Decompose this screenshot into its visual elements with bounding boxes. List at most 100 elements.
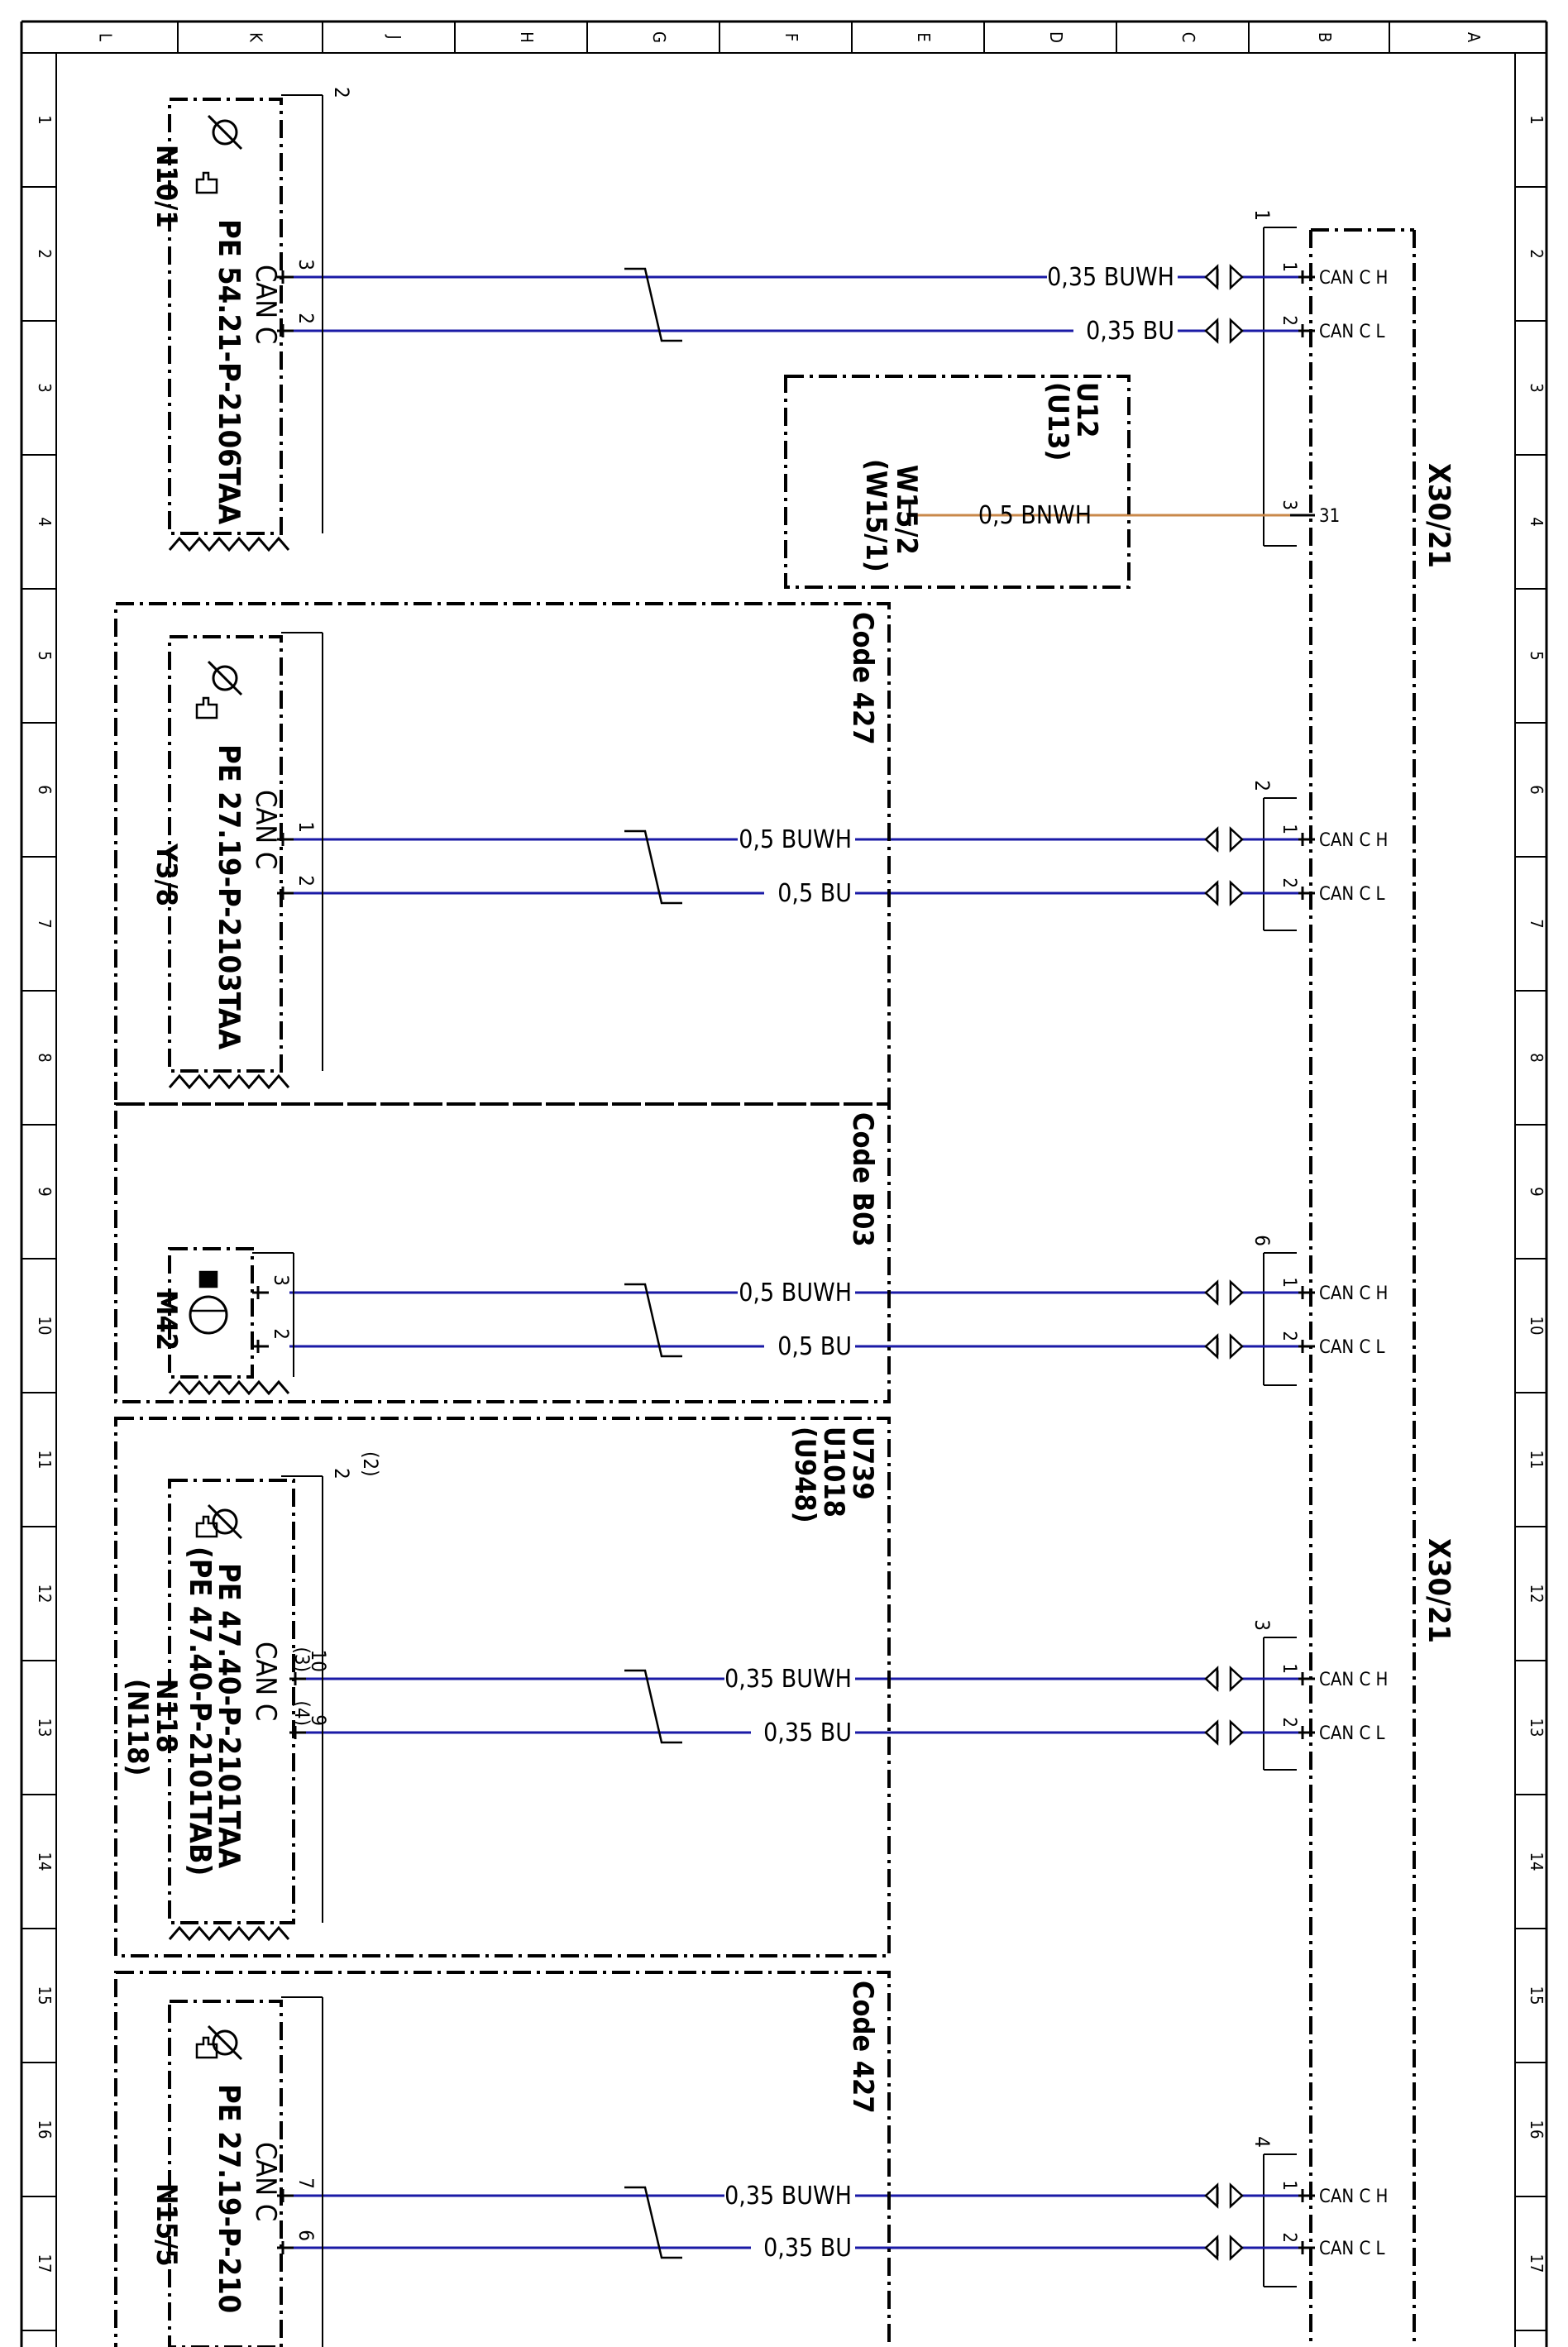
code-box-label2: U1018 xyxy=(817,1427,850,1518)
column-label: J xyxy=(385,34,404,39)
connector-can-label: CAN C H xyxy=(1319,1670,1388,1690)
ground-box-line2: (U13) xyxy=(1041,382,1074,461)
plug-icon xyxy=(1204,1279,1244,1306)
row-label-right: 17 xyxy=(1527,2254,1546,2273)
plug-triangle-left xyxy=(1204,2182,1219,2209)
code-box-label: Code B03 xyxy=(846,1112,879,1247)
wire-label-mask xyxy=(764,1333,855,1360)
wire-label-mask xyxy=(1073,318,1178,344)
row-label-right: 15 xyxy=(1527,1986,1546,2005)
component-name: M42 xyxy=(150,1290,183,1350)
plug-triangle-right xyxy=(1229,1719,1244,1746)
wire-label-w7: 0,5 BU xyxy=(777,1332,852,1361)
connector-pin-number: 1 xyxy=(1279,261,1299,272)
connector-pin-number: 2 xyxy=(1279,877,1299,888)
code-box-label3: (U948) xyxy=(788,1427,821,1523)
component-break-zigzag xyxy=(168,1379,290,1396)
wire-label-w8: 0,35 BUWH xyxy=(724,1665,852,1694)
row-label-right: 10 xyxy=(1527,1317,1546,1336)
row-label-left: 6 xyxy=(35,785,55,794)
plug-triangle-right xyxy=(1229,2235,1244,2261)
component-name: Y3/8 xyxy=(150,843,183,906)
column-label: B xyxy=(1315,32,1335,42)
connector-can-label: CAN C H xyxy=(1319,1283,1388,1304)
transistor-icon xyxy=(207,2024,243,2061)
ground-box-comp: W15/2 xyxy=(890,465,923,555)
row-label-left: 14 xyxy=(35,1852,55,1871)
row-label-left: 2 xyxy=(35,249,55,258)
component-bus: CAN C xyxy=(249,265,282,344)
component-name-alt: (N118) xyxy=(121,1679,154,1776)
wire-label-w4: 0,5 BUWH xyxy=(739,825,852,854)
row-label-left: 8 xyxy=(35,1053,55,1062)
plug-triangle-right xyxy=(1229,2182,1244,2209)
connector-can-label: CAN C L xyxy=(1319,2239,1385,2259)
code-box-label: Code 427 xyxy=(846,612,879,745)
plug-triangle-right xyxy=(1229,264,1244,290)
connector-pin-number: 2 xyxy=(1279,2232,1299,2243)
wire-label-w9: 0,35 BU xyxy=(763,1718,852,1747)
plug-icon xyxy=(1204,2182,1244,2209)
connector-can-label: CAN C L xyxy=(1319,1337,1385,1358)
group-number: 4 xyxy=(1250,2136,1274,2148)
row-label-right: 5 xyxy=(1527,651,1546,660)
connector-pin-number: 1 xyxy=(1279,824,1299,834)
wire-bundle-break xyxy=(624,267,682,342)
ground-box-line1: U12 xyxy=(1070,382,1103,437)
row-label-left: 5 xyxy=(35,651,55,660)
row-label-right: 13 xyxy=(1527,1718,1546,1738)
component-pe: PE 54.21-P-2106TAA xyxy=(212,219,246,524)
plug-triangle-left xyxy=(1204,1333,1219,1360)
wire-label-mask xyxy=(751,2235,855,2261)
column-label: A xyxy=(1464,32,1484,43)
wire-label-mask xyxy=(1047,264,1178,290)
hand-pointer-icon xyxy=(195,696,218,719)
component-pin-number: 7 xyxy=(294,2177,318,2189)
column-label: D xyxy=(1046,31,1066,43)
row-label-right: 2 xyxy=(1527,249,1546,258)
row-label-left: 11 xyxy=(35,1451,55,1470)
column-label: C xyxy=(1178,32,1198,43)
connector-name-top: X30/21 xyxy=(1422,463,1456,568)
code-box-c427b xyxy=(114,1971,891,2347)
plug-triangle-right xyxy=(1229,880,1244,906)
component-pin-number: 2 xyxy=(294,313,318,324)
transistor-bar xyxy=(207,114,243,151)
row-label-left: 7 xyxy=(35,919,55,928)
row-label-right: 7 xyxy=(1527,919,1546,928)
row-label-right: 11 xyxy=(1527,1451,1546,1470)
row-label-left: 10 xyxy=(35,1317,55,1336)
connector-pin-number: 2 xyxy=(1279,315,1299,326)
transistor-icon xyxy=(207,114,243,151)
row-label-right: 16 xyxy=(1527,2120,1546,2139)
component-pin-number: 6 xyxy=(294,2230,318,2241)
connector-can-label: CAN C H xyxy=(1319,2187,1388,2207)
component-break-zigzag xyxy=(168,1073,290,1090)
wire-label-mask xyxy=(738,1279,855,1306)
component-ref: 2 xyxy=(330,1468,353,1479)
component-y38 xyxy=(168,635,283,1073)
row-label-left: 4 xyxy=(35,517,55,526)
transistor-bar xyxy=(207,1503,243,1540)
code-box-label: U739 xyxy=(846,1427,879,1500)
group-number: 6 xyxy=(1250,1235,1274,1246)
ground-box-u12 xyxy=(784,375,1131,589)
connector-pin-number: 2 xyxy=(1279,1331,1299,1341)
wire-bundle-break xyxy=(624,1669,682,1744)
group-number: 1 xyxy=(1250,209,1274,221)
component-ref: 2 xyxy=(330,87,353,98)
wire-label-w10: 0,35 BUWH xyxy=(724,2182,852,2211)
component-pe: PE 47.40-P-2101TAA xyxy=(212,1563,246,1868)
plug-icon xyxy=(1204,1719,1244,1746)
plug-triangle-left xyxy=(1204,1719,1219,1746)
row-label-left: 12 xyxy=(35,1585,55,1604)
plug-triangle-left xyxy=(1204,826,1219,853)
transistor-icon xyxy=(207,660,243,696)
transistor-icon xyxy=(207,1503,243,1540)
plug-icon xyxy=(1204,1333,1244,1360)
component-pe: PE 27.19-P-2103TAA xyxy=(212,744,246,1049)
connector-pin-number: 3 xyxy=(1279,500,1299,510)
plug-icon xyxy=(1204,1666,1244,1692)
component-break-zigzag xyxy=(168,1925,290,1942)
